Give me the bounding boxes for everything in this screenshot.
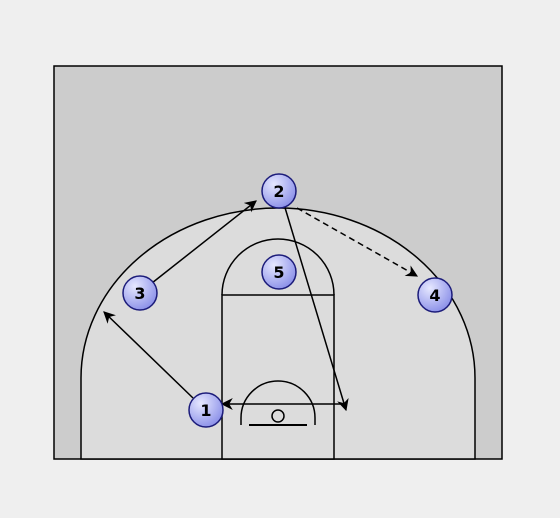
player-4-label: 4: [429, 286, 440, 305]
player-1-label: 1: [200, 401, 211, 420]
pass-arrow-2-to-4: [296, 207, 419, 277]
player-3-label: 3: [134, 284, 145, 303]
restricted-area-arc: [240, 380, 316, 425]
player-3[interactable]: 3: [122, 275, 158, 311]
player-2[interactable]: 2: [261, 173, 297, 209]
player-5[interactable]: 5: [261, 254, 297, 290]
hoop: [271, 409, 285, 423]
cut-arrow-2-to-block: [282, 200, 349, 412]
player-5-label: 5: [273, 263, 284, 282]
player-1[interactable]: 1: [188, 392, 224, 428]
cut-arrow-1-to-wing: [103, 311, 194, 399]
key-lane: [221, 294, 335, 460]
cut-arrow-3-to-top: [151, 200, 257, 284]
player-2-label: 2: [273, 182, 284, 201]
player-4[interactable]: 4: [417, 277, 453, 313]
free-throw-circle: [221, 238, 335, 296]
